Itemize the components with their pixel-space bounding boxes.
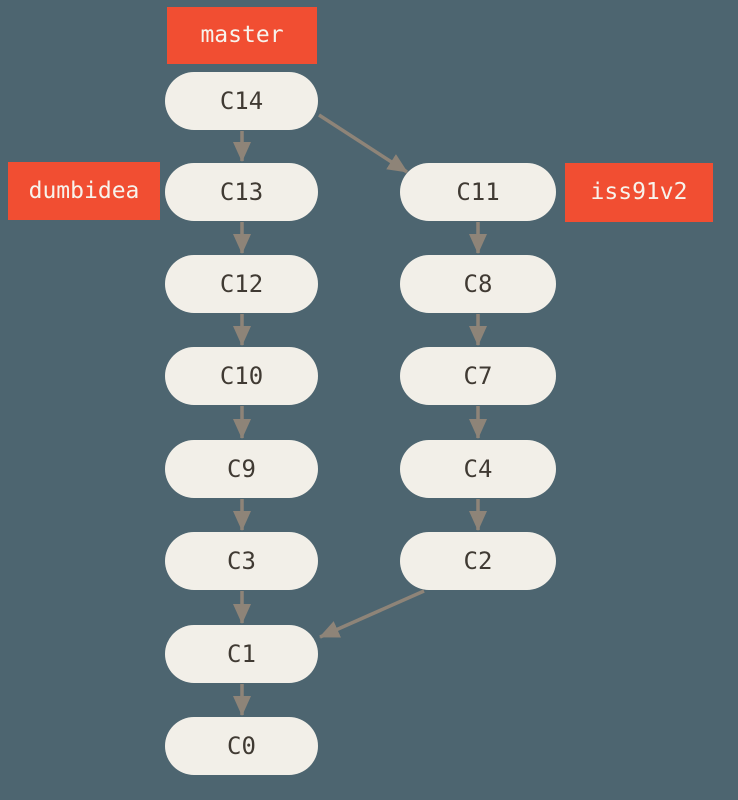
commit-node-C14: C14: [165, 72, 318, 130]
commit-node-C7: C7: [400, 347, 556, 405]
commit-node-C10: C10: [165, 347, 318, 405]
commit-node-C4: C4: [400, 440, 556, 498]
commit-node-C1: C1: [165, 625, 318, 683]
commit-node-C2: C2: [400, 532, 556, 590]
branch-label-dumbidea: dumbidea: [8, 162, 160, 220]
branch-label-master: master: [167, 7, 317, 64]
commit-node-C11: C11: [400, 163, 556, 221]
commit-node-C9: C9: [165, 440, 318, 498]
commit-node-C8: C8: [400, 255, 556, 313]
branch-label-iss91v2: iss91v2: [565, 163, 713, 222]
commit-node-C12: C12: [165, 255, 318, 313]
edge-group: [233, 113, 487, 716]
commit-node-C3: C3: [165, 532, 318, 590]
commit-node-C0: C0: [165, 717, 318, 775]
edge-C14-C11: [318, 113, 408, 174]
edge-C2-C1: [319, 589, 425, 639]
commit-node-C13: C13: [165, 163, 318, 221]
